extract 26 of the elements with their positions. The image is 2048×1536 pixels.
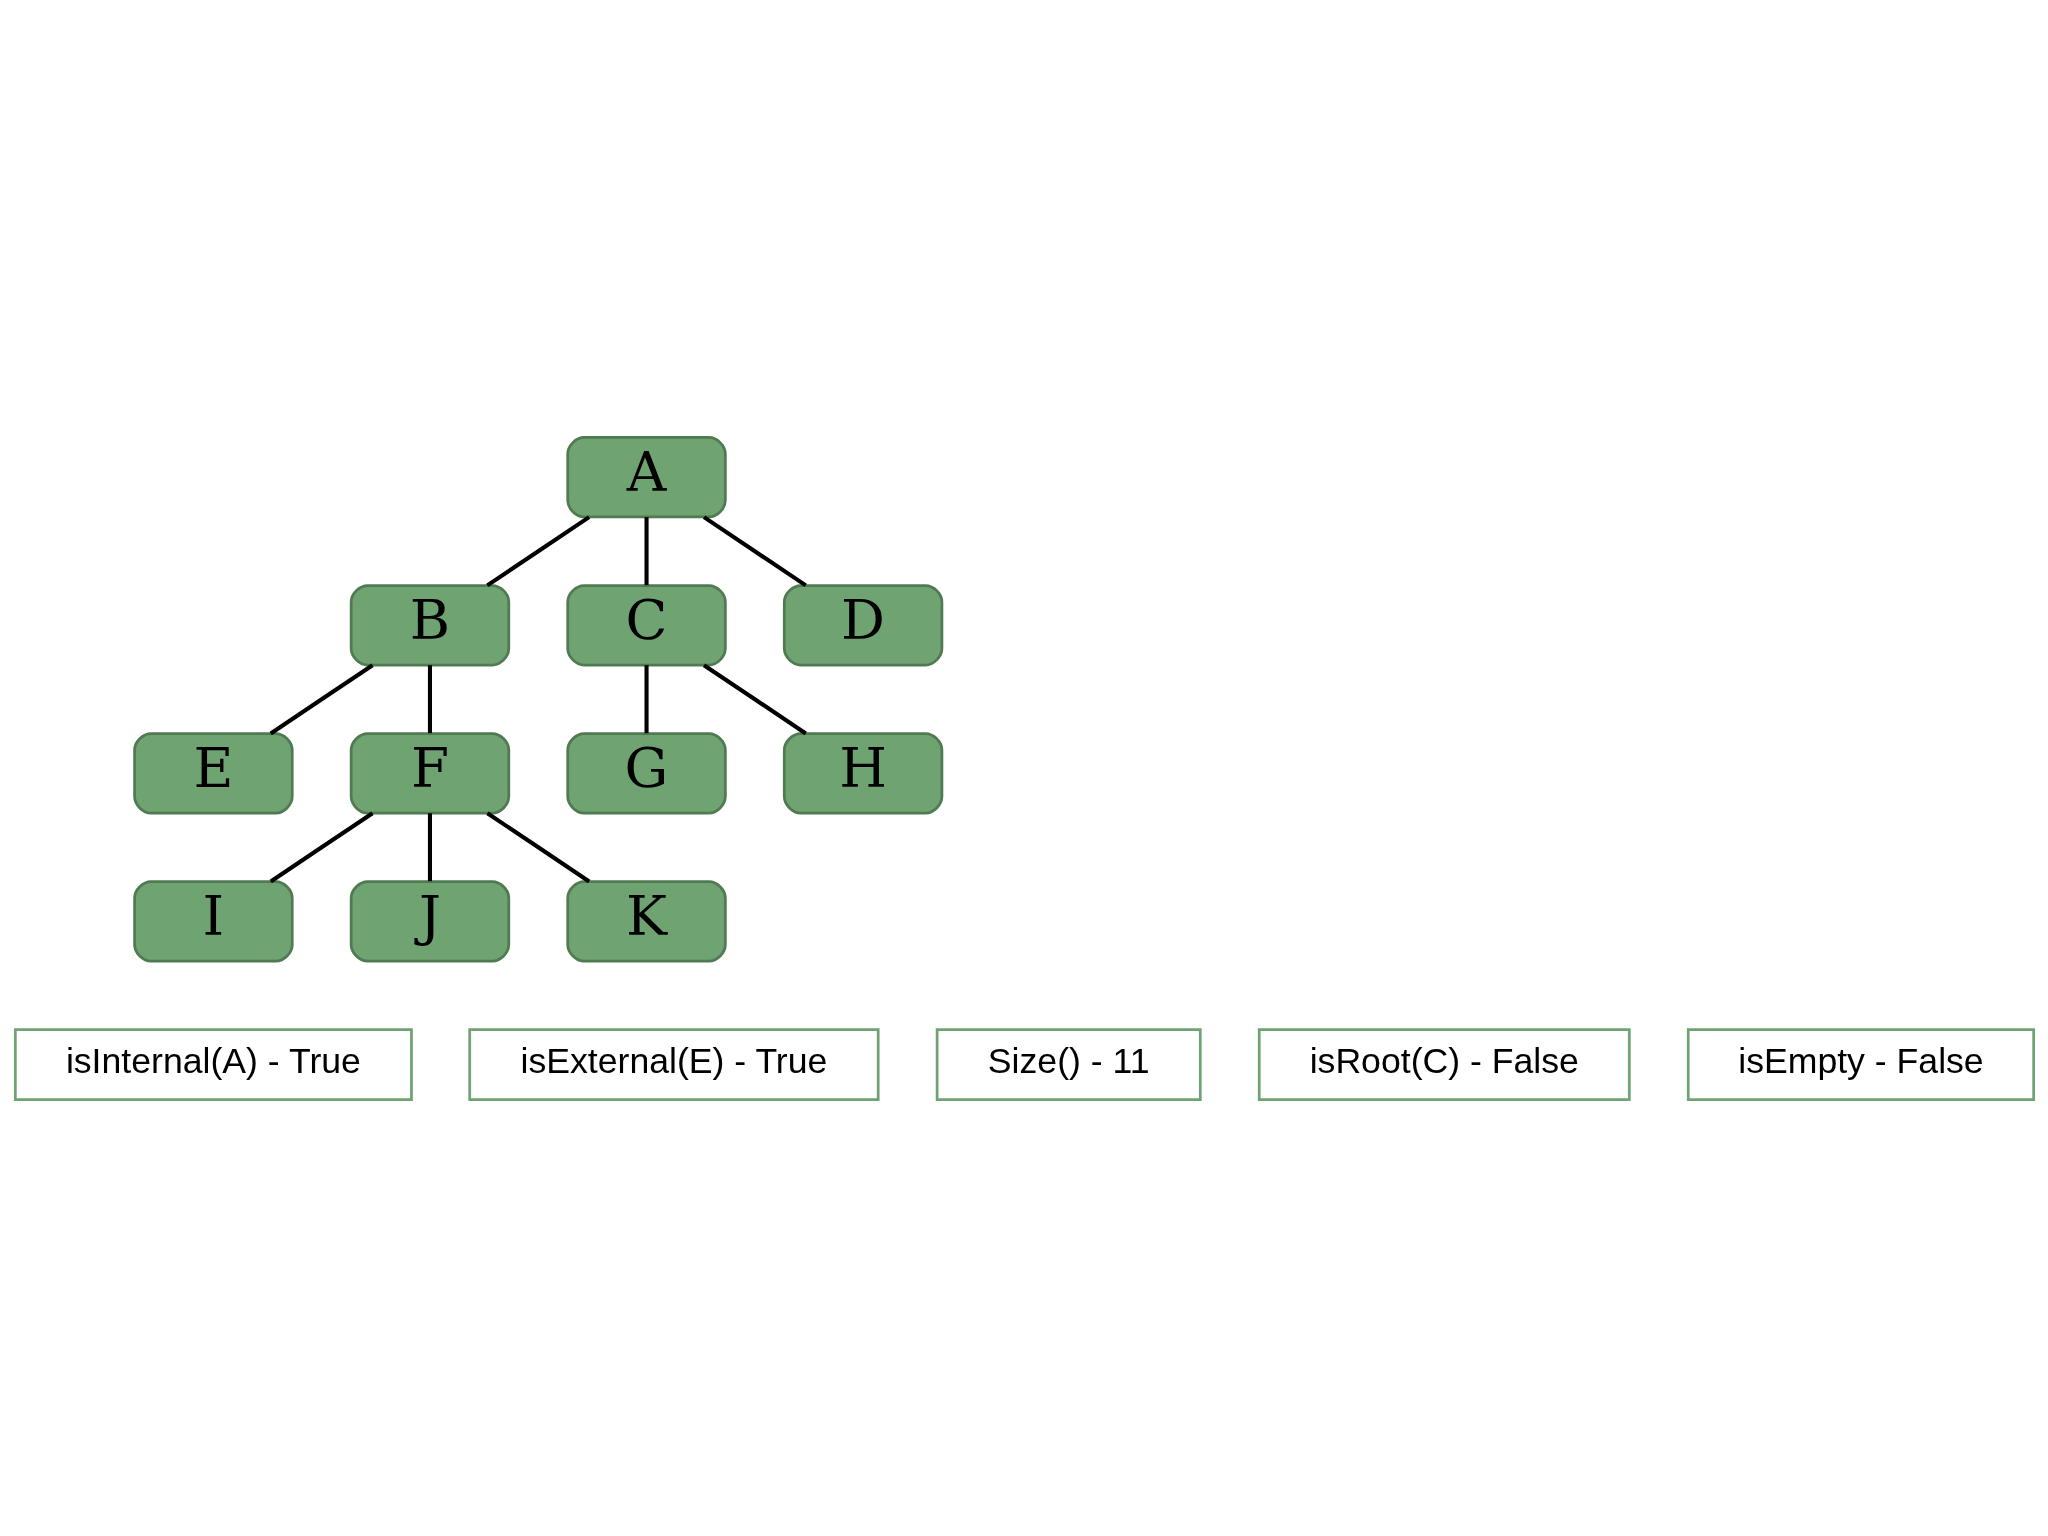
node-box: isInternal(A) - True	[13, 1027, 413, 1101]
node-box: Size() - 11	[935, 1027, 1202, 1101]
connector	[269, 811, 374, 883]
node-box: C	[565, 583, 727, 666]
connector	[702, 663, 807, 735]
node-box: A	[565, 435, 727, 518]
node-box: K	[565, 879, 727, 962]
connector	[269, 663, 374, 735]
connector	[485, 811, 590, 883]
node-box: E	[132, 731, 294, 814]
node-box: D	[782, 583, 943, 666]
connector	[427, 664, 432, 733]
connector	[485, 514, 590, 587]
node-box: isRoot(C) - False	[1257, 1027, 1631, 1101]
node-box: F	[349, 731, 510, 814]
node-box: isEmpty - False	[1686, 1027, 2035, 1101]
node-box: H	[782, 731, 943, 814]
connector	[427, 812, 432, 881]
connector	[702, 514, 807, 587]
connector	[644, 664, 649, 733]
node-box: J	[349, 879, 510, 962]
connector	[644, 516, 649, 585]
node-box: B	[349, 583, 510, 666]
node-box: G	[565, 731, 727, 814]
node-box: isExternal(E) - True	[467, 1027, 880, 1101]
node-box: I	[132, 879, 294, 962]
